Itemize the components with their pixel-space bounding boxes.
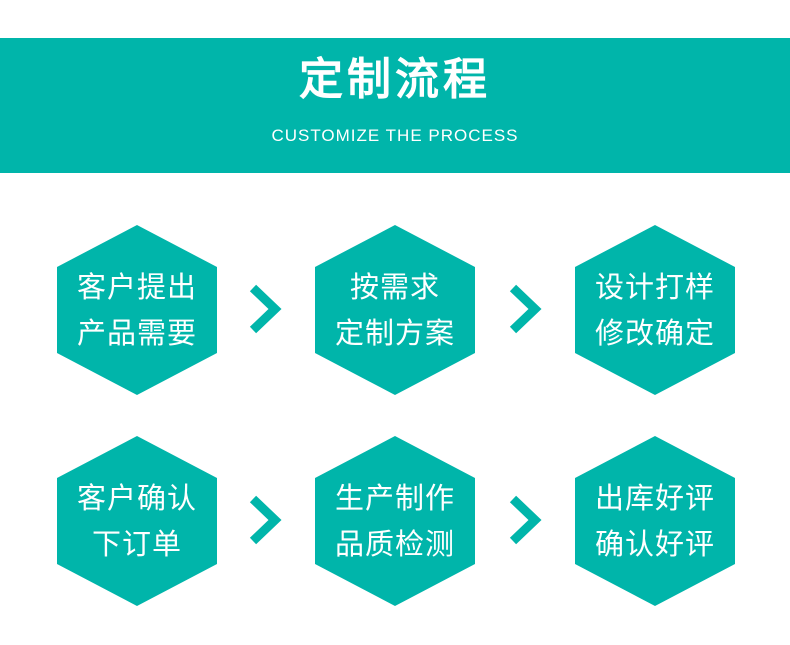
chevron-right-icon (245, 495, 285, 545)
hexagon-shape (315, 436, 475, 606)
step-line-2: 定制方案 (334, 316, 455, 350)
hexagon-shape (575, 225, 735, 395)
step-line-2: 品质检测 (334, 527, 455, 561)
step-line-1: 设计打样 (594, 269, 715, 304)
page-subtitle: CUSTOMIZE THE PROCESS (271, 126, 519, 145)
chevron-right-icon (505, 495, 545, 545)
step-line-2: 修改确定 (594, 316, 715, 350)
process-step: 设计打样 修改确定 (575, 225, 735, 395)
step-line-1: 客户提出 (76, 269, 197, 304)
step-line-2: 确认好评 (594, 527, 715, 561)
step-line-2: 下订单 (91, 527, 182, 561)
hexagon-shape (575, 436, 735, 606)
step-line-1: 按需求 (349, 269, 440, 304)
step-line-2: 产品需要 (76, 316, 197, 350)
header-banner (0, 38, 790, 173)
process-step: 出库好评 确认好评 (575, 436, 735, 606)
chevron-right-icon (245, 284, 285, 334)
chevron-right-icon (505, 284, 545, 334)
step-line-1: 生产制作 (334, 480, 455, 515)
hexagon-shape (57, 225, 217, 395)
step-line-1: 客户确认 (76, 480, 197, 515)
process-step: 按需求 定制方案 (315, 225, 475, 395)
process-step: 生产制作 品质检测 (315, 436, 475, 606)
hexagon-shape (57, 436, 217, 606)
hexagon-shape (315, 225, 475, 395)
page-title: 定制流程 (299, 54, 491, 105)
process-step: 客户提出 产品需要 (57, 225, 217, 395)
process-step: 客户确认 下订单 (57, 436, 217, 606)
step-line-1: 出库好评 (594, 480, 715, 515)
